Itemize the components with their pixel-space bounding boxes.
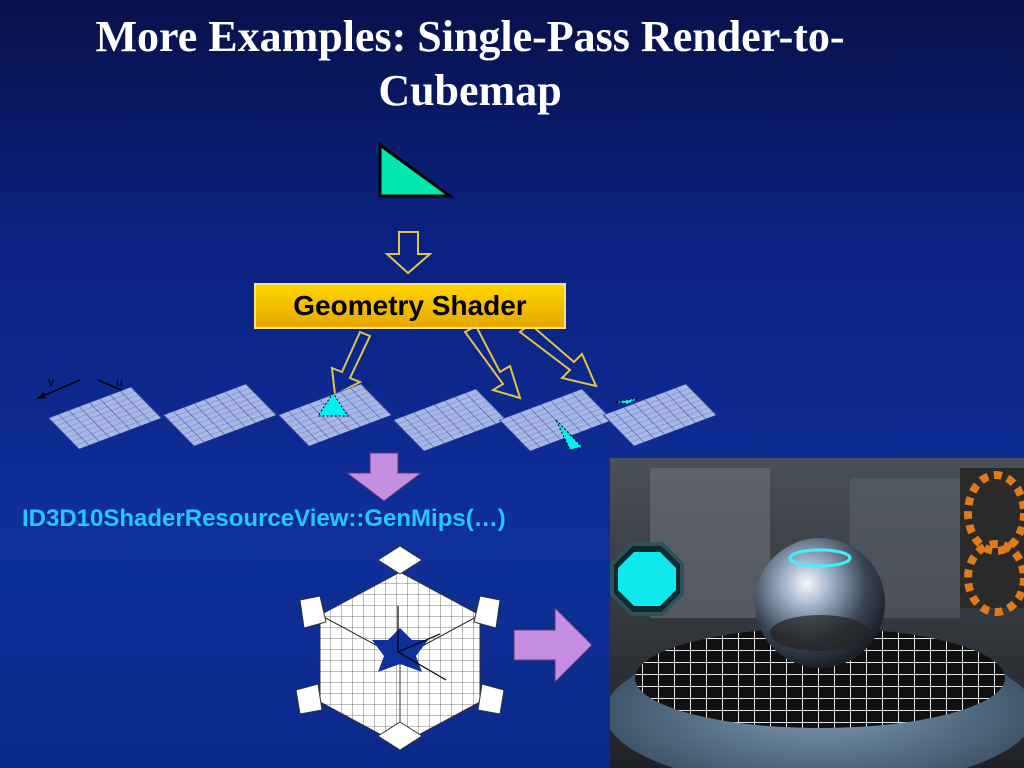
scene-hazard-ring: [964, 540, 1024, 616]
cube-face: [47, 386, 163, 450]
purple-down-arrow: [345, 452, 423, 502]
cubemap-axis-x: [397, 633, 441, 653]
face-triangle-5: [555, 419, 583, 451]
axis-u-label: u: [116, 375, 123, 389]
cube-face: [162, 383, 278, 447]
input-triangle: [378, 142, 455, 198]
cubemap-right-top-tip: [473, 595, 501, 629]
axis-v-label: v: [48, 375, 54, 389]
cubemap-left-top-tip: [299, 595, 327, 629]
cubemap-bottom-tip: [377, 721, 423, 751]
cube-faces: [47, 383, 718, 452]
cubemap-axis-z: [397, 651, 447, 681]
cubemap-illustration: [295, 545, 505, 751]
scene-hazard-ring: [964, 471, 1024, 555]
arrow-to-face-5: [463, 324, 522, 400]
cubemap-top-tip: [377, 545, 423, 575]
scene-sphere-highlight: [788, 548, 852, 568]
face-triangle-3: [317, 392, 349, 417]
scene-platform-floor: [635, 628, 1005, 728]
rendered-scene-image: [610, 458, 1024, 768]
cubemap-left-bottom-tip: [295, 683, 323, 715]
shader-output-arrows: [330, 322, 598, 400]
cube-face: [602, 383, 718, 447]
arrow-to-face-3: [330, 330, 372, 397]
face-triangle-6: [615, 397, 639, 405]
title-line-1: More Examples: Single-Pass Render-to-: [95, 12, 845, 61]
purple-right-arrow: [513, 606, 593, 684]
arrow-to-face-6: [518, 322, 598, 388]
geometry-shader-label: Geometry Shader: [293, 290, 527, 321]
scene-cyan-octagon-glow: [618, 552, 676, 606]
scene-sphere-reflection: [770, 615, 870, 651]
title-line-2: Cubemap: [378, 66, 562, 115]
cube-face: [392, 388, 508, 452]
rendered-scene-graphic: [610, 458, 1024, 768]
genmips-label: ID3D10ShaderResourceView::GenMips(…): [22, 505, 506, 532]
slide-title: More Examples: Single-Pass Render-to- Cu…: [20, 10, 920, 118]
geometry-shader-box: Geometry Shader: [254, 283, 566, 329]
down-arrow-outline: [384, 231, 433, 275]
axis-v-arrowhead: [36, 392, 46, 399]
cubemap-right-bottom-tip: [477, 683, 505, 715]
